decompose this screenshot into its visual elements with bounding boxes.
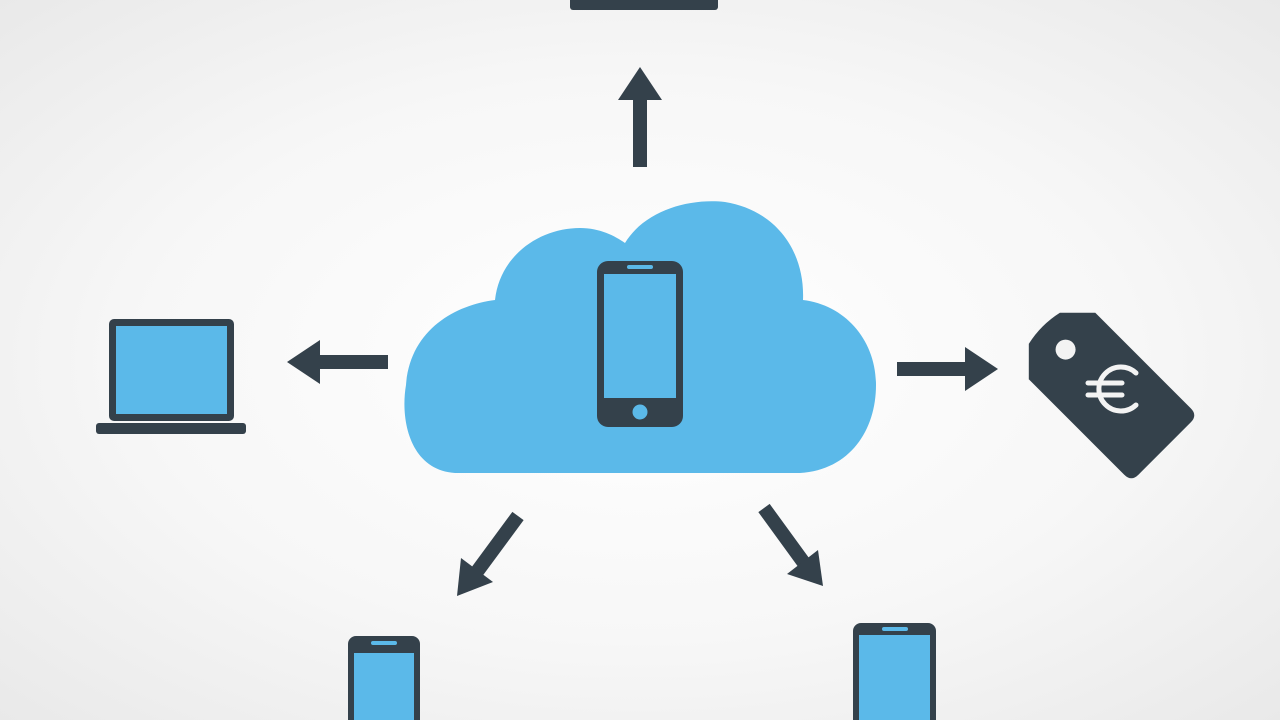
arrow-up-icon: [618, 67, 662, 167]
smartphone-icon: [348, 636, 420, 720]
arrow-left-icon: [287, 340, 388, 384]
laptop-icon: [570, 0, 718, 10]
laptop-icon: [96, 319, 246, 434]
arrow-right-icon: [897, 347, 998, 391]
euro-price-tag-icon: [1028, 312, 1195, 479]
arrow-down-right-icon: [758, 503, 823, 586]
tablet-icon: [853, 623, 936, 720]
smartphone-icon: [597, 261, 683, 427]
arrow-down-left-icon: [457, 511, 524, 596]
